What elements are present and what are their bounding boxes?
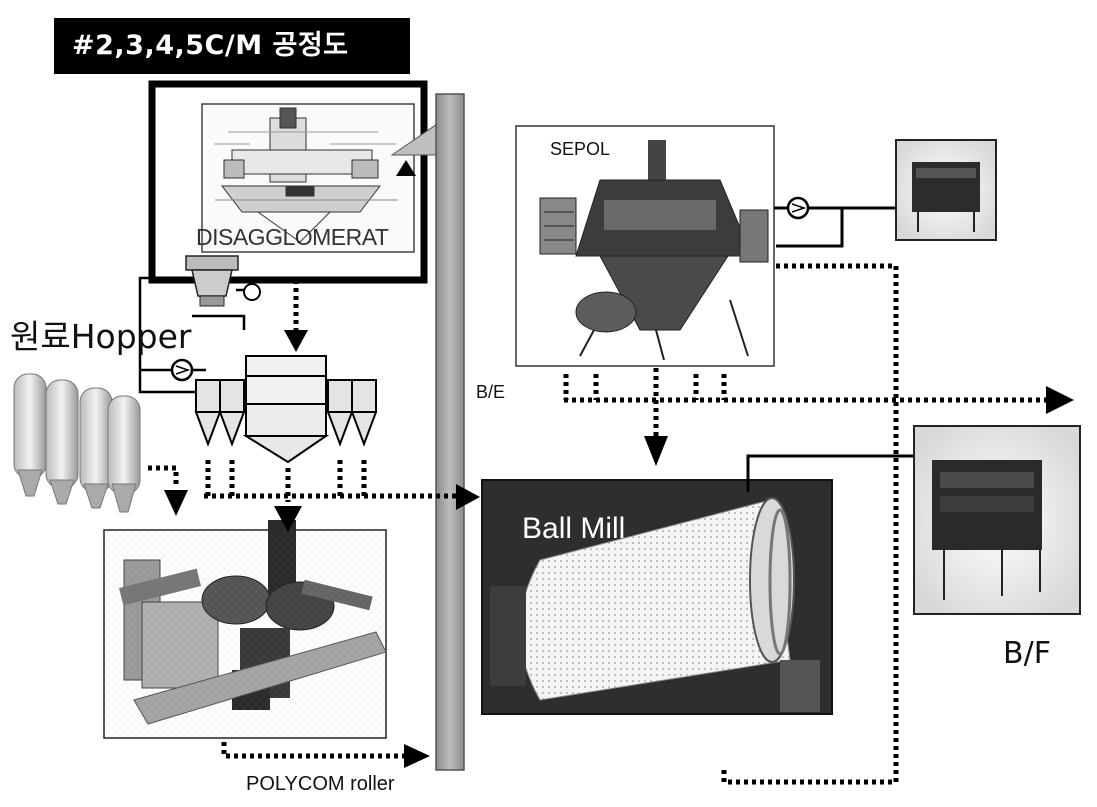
- silo-icon: [80, 388, 112, 508]
- hopper-group: [196, 356, 376, 462]
- arrow-icon: [1046, 386, 1074, 414]
- polycom-label: POLYCOM roller: [246, 773, 395, 796]
- ball-mill-label: Ball Mill: [522, 512, 625, 546]
- polycom-roller-press: [104, 520, 386, 738]
- silo-icon: [46, 380, 78, 504]
- hopper-label: 원료Hopper: [10, 310, 192, 358]
- bag-filter-top: [896, 140, 996, 240]
- small-hopper: [186, 256, 260, 330]
- bag-filter-label: B/F: [1003, 636, 1051, 671]
- disagglomerator-label: DISAGGLOMERAT: [196, 224, 388, 251]
- arrow-icon: [456, 484, 480, 510]
- sepol-label: SEPOL: [550, 139, 610, 160]
- valve-icon: [244, 284, 260, 300]
- silos: [14, 374, 140, 512]
- arrow-icon: [284, 330, 308, 352]
- sepol-separator: [516, 126, 774, 366]
- bucket-elevator-column: [436, 94, 464, 770]
- bucket-elevator-label: B/E: [476, 382, 505, 403]
- arrow-icon: [644, 436, 668, 466]
- arrow-icon: [404, 744, 430, 768]
- silo-icon: [14, 374, 46, 496]
- silo-icon: [108, 396, 140, 512]
- arrow-icon: [164, 490, 188, 516]
- page-title: #2,3,4,5C/M 공정도: [54, 18, 410, 74]
- bag-filter-right: [914, 426, 1080, 614]
